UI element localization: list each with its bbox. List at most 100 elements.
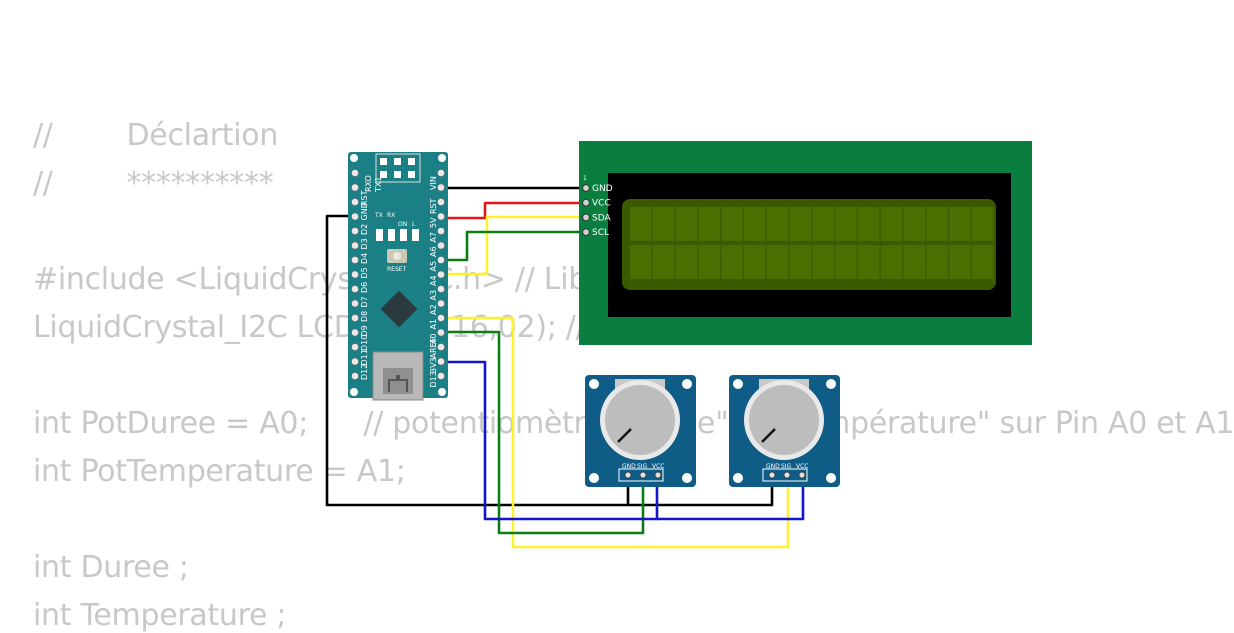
- pot-pin-header: [618, 468, 664, 482]
- nano-pin-label: D3: [360, 238, 369, 249]
- wires: [325, 186, 805, 549]
- nano-pin: [437, 299, 445, 308]
- nano-pin: [437, 183, 445, 192]
- lcd-pin: [582, 198, 590, 207]
- lcd-character-cell: [766, 245, 789, 279]
- wire-vcc-pot2: [657, 474, 805, 521]
- nano-pin-label: D11: [360, 349, 369, 365]
- lcd-pin-label: GND: [592, 184, 613, 194]
- pot-knob-indicator: [761, 428, 776, 443]
- nano-pin-label: D5: [360, 267, 369, 278]
- pin-label-vin: VIN: [429, 176, 438, 190]
- nano-pin-label: D9: [360, 325, 369, 336]
- nano-pin: [351, 285, 359, 293]
- nano-pin-label: A2: [429, 304, 438, 315]
- nano-pin-label: D2: [360, 224, 369, 235]
- nano-pin: [437, 256, 445, 264]
- usb-port-inner: [388, 375, 408, 392]
- nano-pin-label: RST: [360, 190, 369, 206]
- lcd-character-cell: [949, 245, 971, 279]
- nano-pin: [437, 372, 445, 380]
- reset-button-cap: [393, 252, 401, 260]
- pot-mount-hole: [589, 379, 599, 389]
- nano-pin-label: D13: [429, 371, 438, 387]
- code-line: int PotTemperature = A1;: [33, 454, 406, 489]
- pot-pin: [798, 471, 806, 479]
- pot-mount-hole: [589, 473, 599, 483]
- wire-sig-a0-pot1: [441, 330, 645, 535]
- lcd-character-cell: [721, 245, 743, 279]
- nano-pin: [351, 227, 359, 235]
- wire-sig-a1-pot1: [441, 316, 790, 549]
- wire-sda-a4-lcd: [441, 215, 587, 276]
- lcd-pin-header: GND VCC SDA SCL: [582, 184, 613, 238]
- nano-mount-hole: [438, 388, 446, 396]
- lcd-character-cell: [675, 207, 698, 241]
- nano-pin: [437, 227, 445, 235]
- nano-pin: [351, 343, 359, 351]
- pin-label-rst: RST: [429, 198, 438, 214]
- code-line: #include <LiquidCrystal_I2C.h> // Librai…: [33, 262, 664, 297]
- lcd-character-cell: [630, 245, 652, 279]
- microcontroller-chip: [380, 290, 418, 328]
- nano-pin-label: A0: [429, 333, 438, 344]
- lcd-character-cell: [652, 207, 675, 241]
- nano-pin: [437, 328, 445, 337]
- pot-pin: [768, 471, 776, 479]
- nano-pin: [351, 169, 359, 177]
- nano-pin-label: A3: [429, 290, 438, 301]
- nano-pin: [437, 270, 445, 279]
- pot-pin-label: VCC: [652, 463, 664, 470]
- nano-pin: [351, 328, 359, 337]
- lcd-character-cell: [835, 207, 857, 241]
- pot-knob-indicator: [617, 428, 632, 443]
- lcd-character-cell: [858, 245, 880, 279]
- nano-pin: [437, 285, 445, 293]
- pot-pin-label: VCC: [796, 463, 808, 470]
- arduino-nano: RXO TX1 TX RX ON L RESET D12D11D10D9D8D7…: [348, 152, 448, 401]
- lcd-pin-label: SCL: [592, 228, 609, 238]
- nano-pin: [351, 256, 359, 264]
- code-line: // **********: [33, 166, 274, 201]
- nano-mount-hole: [350, 388, 358, 396]
- nano-pin: [437, 198, 445, 206]
- nano-pin: [437, 343, 445, 351]
- nano-pin-label: D7: [360, 296, 369, 307]
- nano-pin-label: A7: [429, 232, 438, 243]
- nano-pin: [351, 198, 359, 206]
- lcd-character-cell: [858, 207, 880, 241]
- nano-pin-label: A1: [429, 319, 438, 330]
- code-line: // Déclartion: [33, 118, 279, 153]
- nano-mount-hole: [438, 154, 446, 162]
- pot-pin-label: SIG: [781, 463, 792, 470]
- circuit-diagram: RXO TX1 TX RX ON L RESET D12D11D10D9D8D7…: [325, 141, 1032, 549]
- lcd-character-cell: [698, 207, 720, 241]
- lcd-character-cell: [630, 207, 652, 241]
- status-leds: [376, 229, 419, 241]
- pot-pin: [654, 471, 662, 479]
- lcd-character-cell: [652, 245, 675, 279]
- lcd-character-cell: [880, 245, 903, 279]
- lcd-pin: [582, 213, 590, 222]
- pot-pin-label: SIG: [637, 463, 648, 470]
- lcd-character-cell: [789, 245, 812, 279]
- wire-vcc-5v-lcd: [441, 201, 587, 220]
- pot-pin-label: GND: [766, 463, 780, 470]
- pot-knob: [749, 385, 819, 455]
- nano-pin: [437, 314, 445, 322]
- lcd-character-cell: [812, 207, 834, 241]
- lcd-character-cell: [949, 207, 971, 241]
- lcd-pin-label: VCC: [592, 199, 611, 209]
- lcd-character-cell: [972, 207, 994, 241]
- nano-pin-label: A4: [429, 275, 438, 286]
- lcd-character-cell: [698, 245, 720, 279]
- nano-pin-label: 3V3: [429, 357, 438, 373]
- lcd-character-grid: [630, 207, 994, 279]
- pot-mount-hole: [733, 379, 743, 389]
- lcd-pin-label: SDA: [592, 213, 611, 223]
- led-label-rx: RX: [387, 212, 395, 219]
